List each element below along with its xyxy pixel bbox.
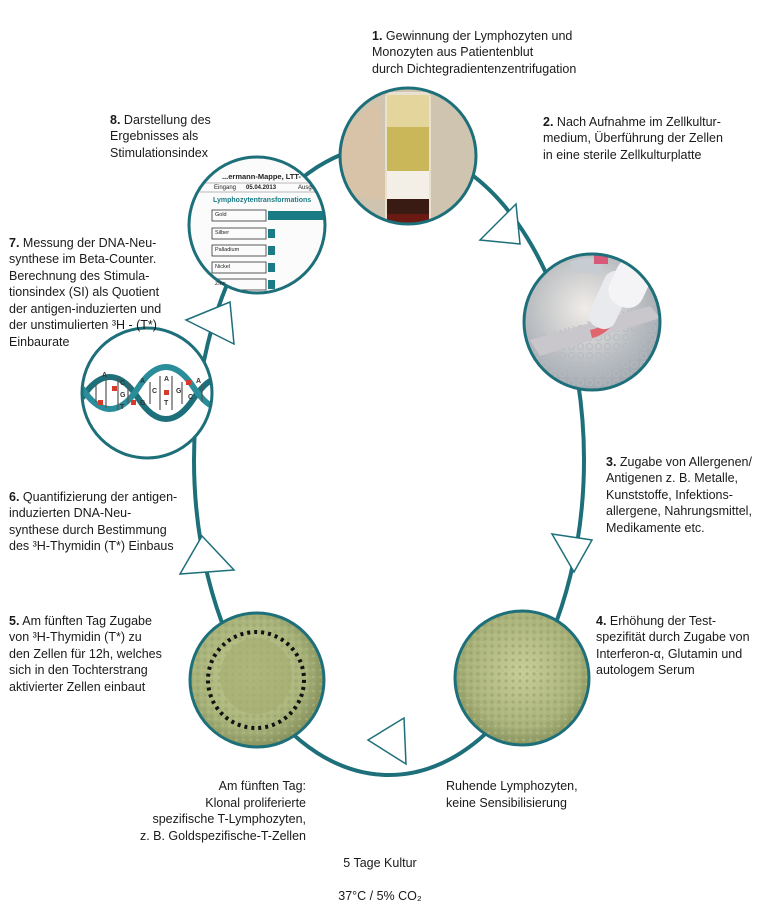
step-8: 8. Darstellung des Ergebnisses als Stimu… [110, 95, 211, 161]
step-2: 2. Nach Aufnahme im Zellkultur- medium, … [543, 97, 723, 163]
report-ausg-label: Ausg. [298, 185, 314, 191]
step-number: 8. [110, 112, 121, 127]
cycle-arrow-2 [550, 533, 594, 574]
report-image [187, 155, 327, 295]
step-number: 4. [596, 613, 607, 628]
dna-helix-image [80, 326, 214, 460]
step-1: 1. Gewinnung der Lymphozyten und Monozyt… [372, 11, 576, 77]
step-number: 2. [543, 114, 554, 129]
step-text: Darstellung des Ergebnisses als Stimulat… [110, 112, 211, 160]
step-6: 6. Quantifizierung der antigen- induzier… [9, 472, 177, 555]
step-number: 3. [606, 454, 617, 469]
cycle-arrow-1 [478, 202, 521, 245]
dna-base-letter: A [164, 376, 170, 383]
proliferated-cells-image [188, 611, 326, 749]
cell-cluster-marker [206, 630, 306, 730]
report-date: 05.04.2013 [246, 185, 277, 191]
step-number: 7. [9, 235, 20, 250]
dna-base-letter: C [120, 380, 126, 387]
step-text: Erhöhung der Test- spezifität durch Zuga… [596, 613, 750, 678]
dna-base-letter: G [140, 400, 146, 407]
cycle-arrow-3 [366, 716, 407, 766]
dna-base-letter: C [152, 388, 158, 395]
blood-tube-image [338, 86, 478, 226]
dna-base-letter: C [188, 394, 194, 401]
step-text: Quantifizierung der antigen- induzierten… [9, 489, 178, 554]
bar-palladium [268, 246, 275, 255]
report-row-label: Nickel [215, 264, 230, 270]
step-4: 4. Erhöhung der Test- spezifität durch Z… [596, 596, 750, 679]
report-row-label: Palladium [215, 247, 240, 253]
step-text: Messung der DNA-Neu- synthese im Beta-Co… [9, 235, 162, 349]
bar-zinn [268, 280, 275, 289]
step-text: Nach Aufnahme im Zellkultur- medium, Übe… [543, 114, 723, 162]
dna-base-letter: A [196, 378, 202, 385]
caption-culture-days: 5 Tage Kultur [343, 855, 417, 870]
report-row-label: Zinn [215, 281, 226, 287]
step-number: 6. [9, 489, 20, 504]
report-title: ...ermann-Mappe, LTT- [222, 172, 302, 181]
step-text: Am fünften Tag Zugabe von ³H-Thymidin (T… [9, 613, 162, 694]
caption-resting-lymphocytes: Ruhende Lymphozyten, keine Sensibilisier… [446, 779, 578, 810]
dna-base-letter: T [164, 400, 169, 407]
cycle-arrow-5 [184, 300, 235, 346]
culture-plate-image [522, 252, 662, 392]
dna-base-letter: G [120, 392, 126, 399]
dna-base-letter: A [102, 372, 108, 379]
step-5: 5. Am fünften Tag Zugabe von ³H-Thymidin… [9, 596, 162, 695]
bar-nickel [268, 263, 275, 272]
dna-base-letter: A [140, 378, 146, 385]
caption-day-five: Am fünften Tag: Klonal proliferierte spe… [139, 779, 306, 843]
cycle-diagram [80, 86, 662, 777]
caption-culture: 5 Tage Kultur 37°C / 5% CO₂ [320, 838, 440, 921]
cycle-arrow-4 [178, 534, 236, 575]
bar-silber [268, 229, 275, 238]
bar-gold [268, 211, 325, 220]
step-7: 7. Messung der DNA-Neu- synthese im Beta… [9, 218, 161, 350]
step-text: Zugabe von Allergenen/ Antigenen z. B. M… [606, 454, 752, 535]
step-number: 5. [9, 613, 20, 628]
step-number: 1. [372, 28, 383, 43]
report-heading: Lymphozytentransformations [213, 197, 312, 204]
report-eingang-label: Eingang [214, 185, 237, 191]
step-text: Gewinnung der Lymphozyten und Monozyten … [372, 28, 577, 76]
step-3: 3. Zugabe von Allergenen/ Antigenen z. B… [606, 437, 752, 536]
report-row-label: Silber [215, 230, 230, 236]
report-row-label: Gold [215, 212, 227, 218]
dna-base-letter: G [176, 388, 182, 395]
caption-culture-conditions: 37°C / 5% CO₂ [338, 888, 422, 903]
dna-base-letter: T [120, 404, 125, 411]
resting-cells-image [453, 609, 591, 747]
